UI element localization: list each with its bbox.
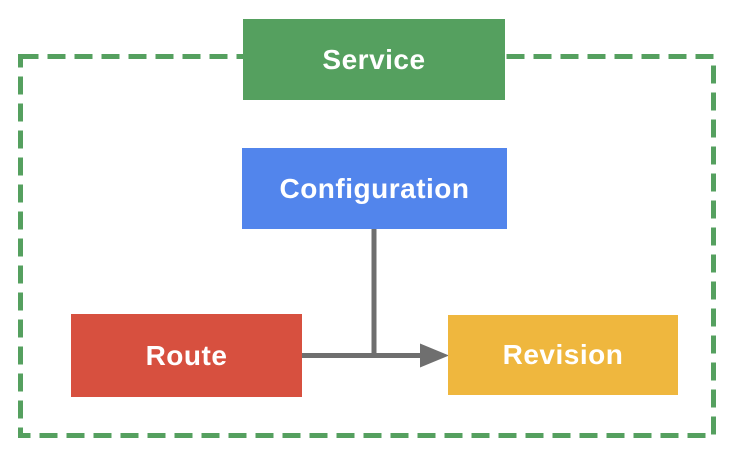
node-configuration: Configuration [242,148,507,229]
dashed-boundary [18,54,716,438]
node-route-label: Route [145,339,228,371]
node-revision-label: Revision [502,339,624,370]
node-route: Route [71,314,302,397]
node-service: Service [243,19,505,100]
arrowhead-icon [420,343,449,368]
node-revision: Revision [448,315,678,395]
node-configuration-label: Configuration [279,172,470,204]
node-service-label: Service [322,43,426,75]
